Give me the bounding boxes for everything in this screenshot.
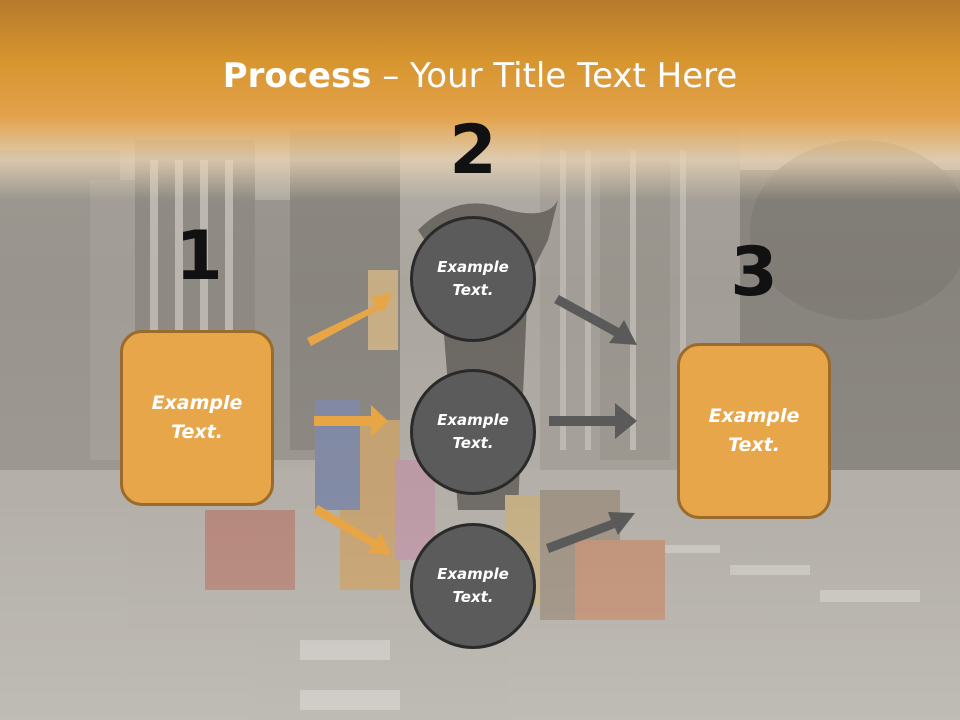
orange-arrow-down-icon — [313, 505, 391, 555]
step-number-3: 3 — [730, 233, 778, 312]
gray-arrow-down-right-icon — [554, 295, 637, 345]
step-1-box-text: Example Text. — [151, 392, 243, 443]
step-2-circle-bottom[interactable]: Example Text. — [410, 523, 536, 649]
step-2-circle-middle[interactable]: Example Text. — [410, 369, 536, 495]
step-2-circle-top[interactable]: Example Text. — [410, 216, 536, 342]
orange-arrow-right-icon — [314, 405, 388, 437]
title-banner — [0, 0, 960, 200]
step-2-circle-middle-text: Example Text. — [437, 411, 509, 452]
step-1-box[interactable]: Example Text. — [120, 330, 274, 506]
step-3-box-text: Example Text. — [708, 405, 800, 456]
gray-arrow-up-right-icon — [546, 512, 635, 553]
step-2-circle-bottom-text: Example Text. — [437, 565, 509, 606]
step-2-circle-top-text: Example Text. — [437, 258, 509, 299]
title-bold-part: Process — [222, 56, 372, 96]
step-number-2: 2 — [449, 111, 497, 190]
orange-arrow-up-icon — [307, 293, 392, 346]
step-3-box[interactable]: Example Text. — [677, 343, 831, 519]
slide-title: Process – Your Title Text Here — [0, 54, 960, 98]
step-number-1: 1 — [175, 217, 223, 296]
title-rest-part: – Your Title Text Here — [371, 56, 738, 96]
gray-arrow-right-icon — [549, 403, 637, 439]
